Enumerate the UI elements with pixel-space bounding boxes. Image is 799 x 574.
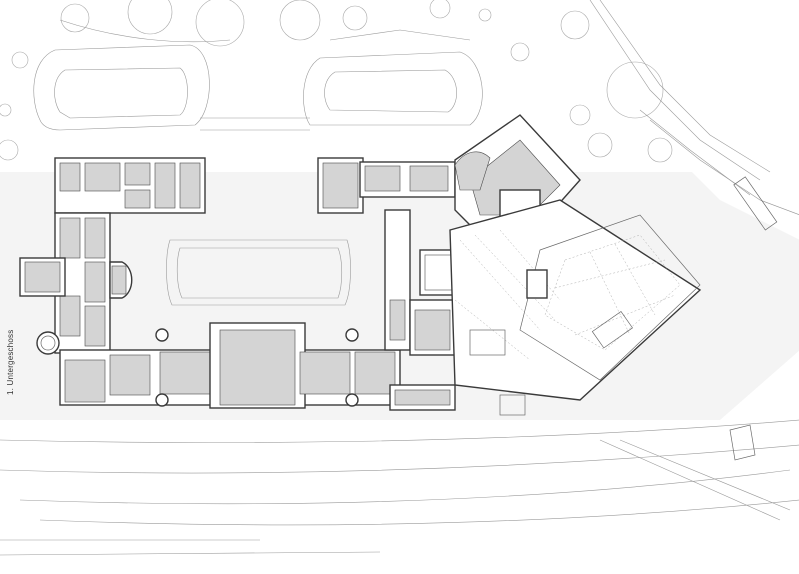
garden-parterre [33, 19, 483, 131]
building-northeast-wing [454, 114, 581, 226]
building-south-wing [59, 322, 456, 411]
building-west-wing [19, 157, 206, 355]
site-contour-lines [0, 419, 799, 556]
inner-courtyard [166, 239, 351, 306]
trees [0, 0, 673, 163]
floor-level-label: 1. Untergeschoss [6, 329, 15, 395]
hillside-area [620, 0, 799, 240]
building-new-hall [449, 199, 702, 416]
hill-paths [589, 0, 799, 231]
